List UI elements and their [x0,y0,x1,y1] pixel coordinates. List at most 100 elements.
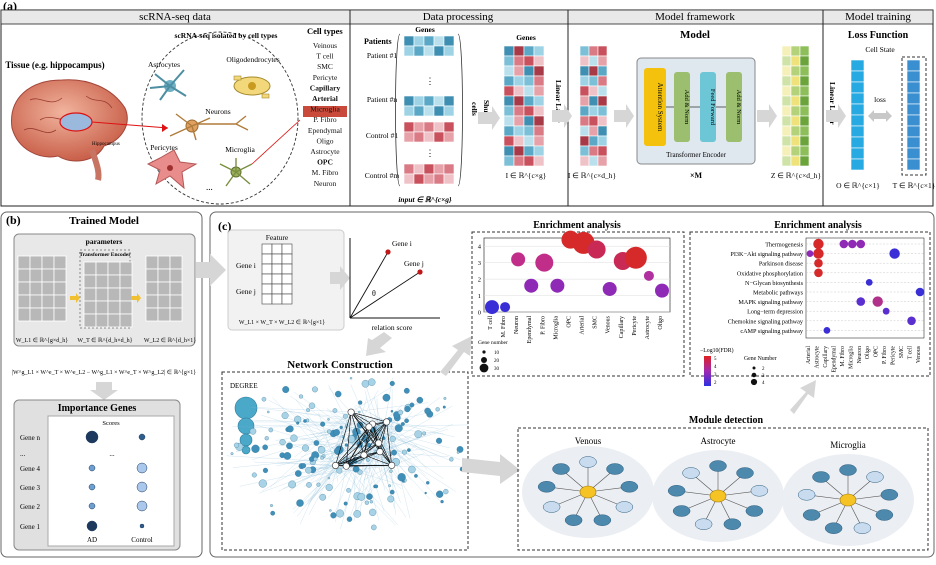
input-cell [404,36,414,46]
network-node [422,432,426,436]
module-node [825,523,842,534]
Z-cell [800,56,809,66]
feature-cell [262,274,272,284]
enrich1-dot [485,300,499,314]
module-node [538,481,555,492]
network-node [335,391,341,397]
shuffled-cell [534,106,544,116]
enrich2-size-value: 2 [762,367,765,372]
input-cell [414,96,424,106]
Z-cell [782,46,791,56]
section-scrna: scRNA-seq data [139,11,211,23]
feature-cell [262,244,272,254]
hidden-cell [580,126,589,136]
shuffled-cell [514,66,524,76]
network-edge [259,465,336,493]
hidden-cell [598,156,607,166]
w-product-label: W_L1 × W_T × W_L2 ∈ ℝ^{g×1} [239,319,325,326]
vertical-ellipsis: ⋮ [426,76,435,86]
hub-node [375,440,381,446]
enrich2-dot [814,269,823,278]
network-node [314,440,319,445]
Z-cell [782,66,791,76]
network-node [371,525,376,530]
shuffled-cell [524,146,534,156]
control-score-dot [137,482,147,492]
network-node [327,418,329,420]
input-cell [414,36,424,46]
gene-row-label: ... [20,450,26,458]
target-cell [907,137,920,148]
control-score-dot [137,501,147,511]
hippocampus-highlight [60,113,92,131]
module-node [594,515,611,526]
hidden-cell [598,116,607,126]
input-cell [434,96,444,106]
cell-type-item: SMC [317,62,333,71]
network-edge [250,407,386,422]
input-cell [424,46,434,56]
network-node [295,470,301,476]
network-node [287,426,294,433]
weight-cell [108,262,120,275]
enrich2-celltype: T cell [908,346,914,360]
weight-cell [84,288,96,301]
enrich1-xtick: P. Fibro [540,316,546,335]
trained-model-title: Trained Model [69,215,139,227]
weight-cell [42,295,54,308]
tissue-label: Tissue (e.g. hippocampus) [5,60,104,70]
Z-cell [782,156,791,166]
enrich2-dot [814,259,823,268]
network-node [263,445,268,450]
shuffled-cell [534,46,544,56]
shuffled-cell [514,136,524,146]
network-node [262,397,266,401]
input-cell [424,106,434,116]
enrich2-celltype: Oligo [865,346,871,359]
network-node [404,388,409,393]
input-cell [404,46,414,56]
hidden-cell [589,56,598,66]
enrich1-dot [644,271,654,281]
input-cell [414,46,424,56]
weight-cell [42,308,54,321]
module-label: Astrocyte [701,436,736,446]
weight-cell [120,288,132,301]
cell-type-item: P. Fibro [313,115,337,124]
network-node [345,444,348,447]
shuffled-cell [524,116,534,126]
network-node [436,407,440,411]
network-node [333,408,337,412]
network-node [370,500,373,503]
input-cell [424,36,434,46]
feature-cell [262,254,272,264]
network-node [408,466,415,473]
pericyte-cell [148,150,196,188]
model-title: Model [680,29,710,41]
output-cell [851,148,864,159]
shuffled-cell [534,76,544,86]
shuffled-cell [504,86,514,96]
module-node [553,464,570,475]
feature-cell [272,264,282,274]
network-node [263,468,268,473]
network-node [391,410,393,412]
enrich2-dot [907,317,916,326]
enrich1-legend-dot [482,350,485,353]
network-node [417,397,423,403]
relation-gene-j: Gene j [404,259,424,268]
output-cell [851,82,864,93]
network-node [398,473,406,481]
Z-cell [800,116,809,126]
network-node [353,466,359,472]
hidden-cell [598,126,607,136]
weight-cell [146,282,158,295]
feature-cell [272,244,282,254]
network-node [314,457,318,461]
shuffled-cell [534,56,544,66]
enrich2-colorbar-tick: 2 [714,381,717,386]
network-node [309,403,315,409]
enrich1-xtick: Neuron [514,316,520,334]
